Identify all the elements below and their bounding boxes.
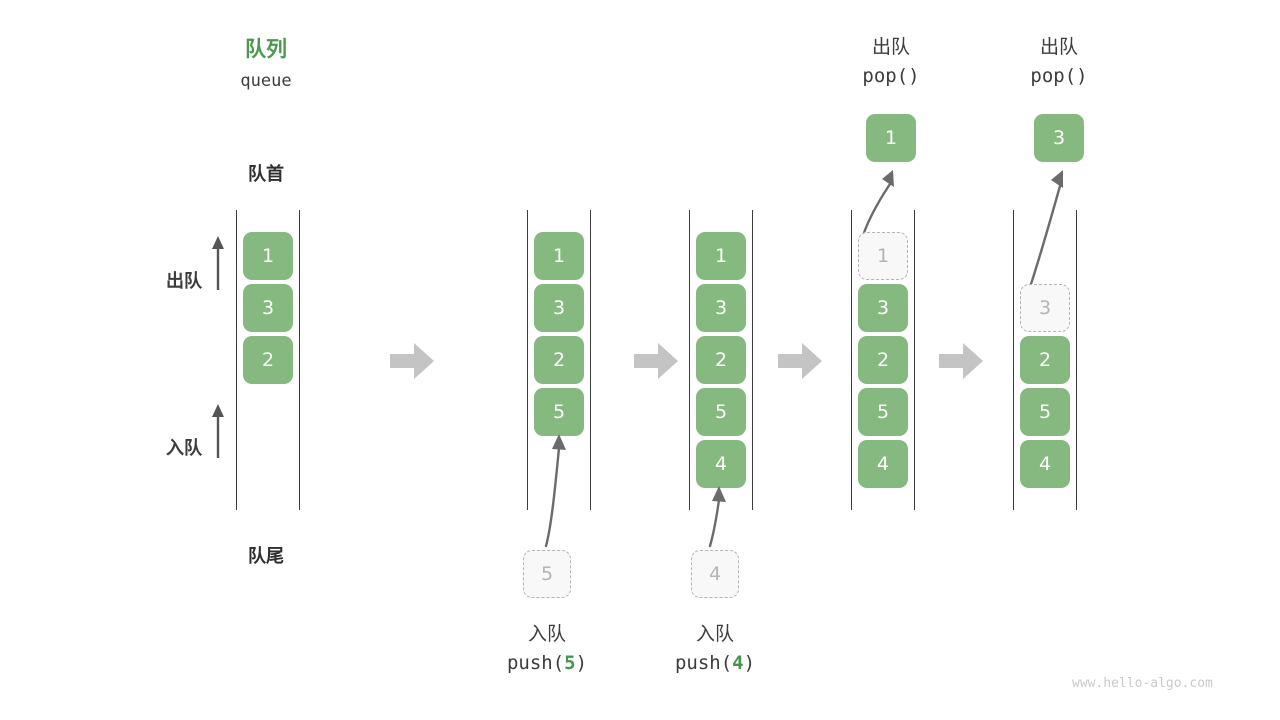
queue-cell: 2 <box>534 336 584 384</box>
push-code-prefix: push( <box>674 652 733 675</box>
pop-arrow-up-curve-icon <box>1018 166 1088 298</box>
push-arrow-up-curve-icon <box>528 432 588 548</box>
step-arrow-right-icon <box>778 341 822 381</box>
enqueue-direction-label: 入队 <box>166 438 202 459</box>
queue-cell: 3 <box>243 284 293 332</box>
pop-caption: 出队 pop() <box>818 33 964 90</box>
rail-left <box>851 210 853 510</box>
pop-caption-code: pop() <box>862 64 920 87</box>
queue-cell: 1 <box>534 232 584 280</box>
incoming-element-ghost: 5 <box>523 550 571 598</box>
pop-caption-cn: 出队 <box>871 36 910 58</box>
push-caption-cn: 入队 <box>695 623 734 645</box>
pop-caption: 出队 pop() <box>986 33 1132 90</box>
queue-cell: 5 <box>1020 388 1070 436</box>
queue-cell: 5 <box>858 388 908 436</box>
arrow-up-icon <box>208 236 228 292</box>
push-caption: 入队 push(4) <box>640 620 790 679</box>
dequeue-direction-label: 出队 <box>166 271 202 292</box>
diagram-title-cn: 队列 <box>245 37 287 61</box>
step-arrow-right-icon <box>634 341 678 381</box>
site-watermark: www.hello-algo.com <box>1072 676 1213 691</box>
push-arrow-up-curve-icon <box>696 484 756 548</box>
incoming-element-ghost: 4 <box>691 550 739 598</box>
queue-cell-removed: 1 <box>858 232 908 280</box>
queue-cell-new: 4 <box>696 440 746 488</box>
push-caption-cn: 入队 <box>527 623 566 645</box>
push-caption: 入队 push(5) <box>472 620 622 679</box>
queue-cell: 2 <box>243 336 293 384</box>
push-code-suffix: ) <box>575 652 588 675</box>
popped-element: 3 <box>1034 114 1084 162</box>
queue-cell-new: 5 <box>534 388 584 436</box>
queue-cell: 1 <box>243 232 293 280</box>
popped-element: 1 <box>866 114 916 162</box>
step-arrow-right-icon <box>390 341 434 381</box>
queue-cell: 5 <box>696 388 746 436</box>
rail-left <box>527 210 529 510</box>
queue-cell-removed: 3 <box>1020 284 1070 332</box>
pop-caption-cn: 出队 <box>1039 36 1078 58</box>
rail-left <box>236 210 238 510</box>
rail-right <box>914 210 916 510</box>
queue-cell: 3 <box>696 284 746 332</box>
rail-left <box>1013 210 1015 510</box>
pop-caption-code: pop() <box>1030 64 1088 87</box>
rail-right <box>752 210 754 510</box>
step-arrow-right-icon <box>939 341 983 381</box>
queue-tail-label: 队尾 <box>248 546 284 567</box>
rail-right <box>1076 210 1078 510</box>
queue-cell: 2 <box>696 336 746 384</box>
arrow-up-icon <box>208 404 228 460</box>
rail-right <box>590 210 592 510</box>
rail-left <box>689 210 691 510</box>
queue-cell: 4 <box>858 440 908 488</box>
push-code-arg: 5 <box>564 652 576 675</box>
push-code-prefix: push( <box>506 652 565 675</box>
push-caption-code: push(5) <box>472 649 622 678</box>
push-code-arg: 4 <box>732 652 744 675</box>
queue-cell: 1 <box>696 232 746 280</box>
queue-cell: 2 <box>858 336 908 384</box>
queue-cell: 3 <box>858 284 908 332</box>
push-code-suffix: ) <box>743 652 756 675</box>
push-caption-code: push(4) <box>640 649 790 678</box>
queue-cell: 2 <box>1020 336 1070 384</box>
diagram-title-code: queue <box>240 71 292 91</box>
queue-cell: 4 <box>1020 440 1070 488</box>
queue-cell: 3 <box>534 284 584 332</box>
rail-right <box>299 210 301 510</box>
queue-head-label: 队首 <box>248 164 284 185</box>
